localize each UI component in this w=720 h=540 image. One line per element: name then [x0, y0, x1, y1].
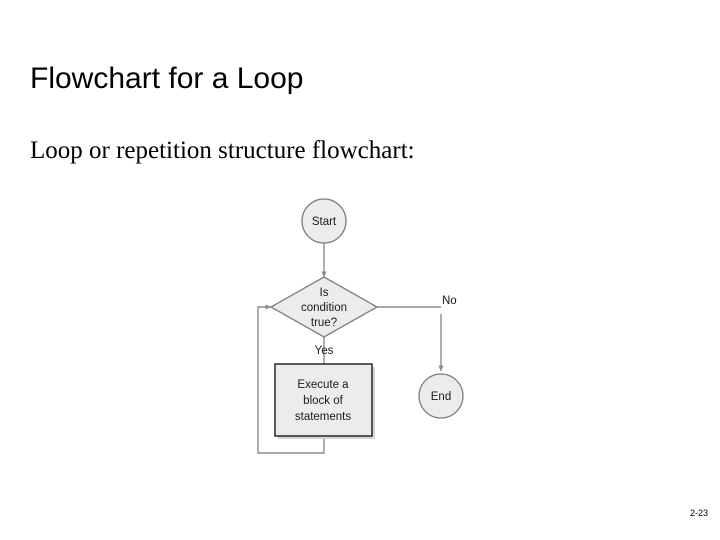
- start-node-label: Start: [312, 216, 337, 228]
- end-node-label: End: [431, 391, 451, 403]
- decision-node-line1: Is: [320, 287, 329, 299]
- connector-decision-no-to-end: [375, 306, 444, 372]
- connector-loop-back: [257, 304, 325, 454]
- edge-label-yes: Yes: [315, 345, 334, 357]
- flowchart-node-process: Execute a block of statements: [274, 363, 375, 439]
- process-node-line1: Execute a: [297, 379, 349, 391]
- edge-label-no: No: [442, 295, 457, 307]
- decision-node-line3: true?: [311, 317, 337, 329]
- flowchart-figure: Start Is condition true? Yes No Execute …: [232, 182, 494, 470]
- page-title: Flowchart for a Loop: [30, 62, 304, 95]
- flowchart-node-end: End: [418, 373, 464, 419]
- flowchart-node-decision: Is condition true?: [269, 276, 379, 338]
- process-node-line3: statements: [295, 411, 351, 423]
- process-node-line2: block of: [303, 395, 343, 407]
- flowchart-node-start: Start: [301, 198, 347, 244]
- slide-subtitle: Loop or repetition structure flowchart:: [30, 137, 415, 164]
- decision-node-line2: condition: [301, 302, 347, 314]
- slide-number: 2-23: [689, 508, 708, 518]
